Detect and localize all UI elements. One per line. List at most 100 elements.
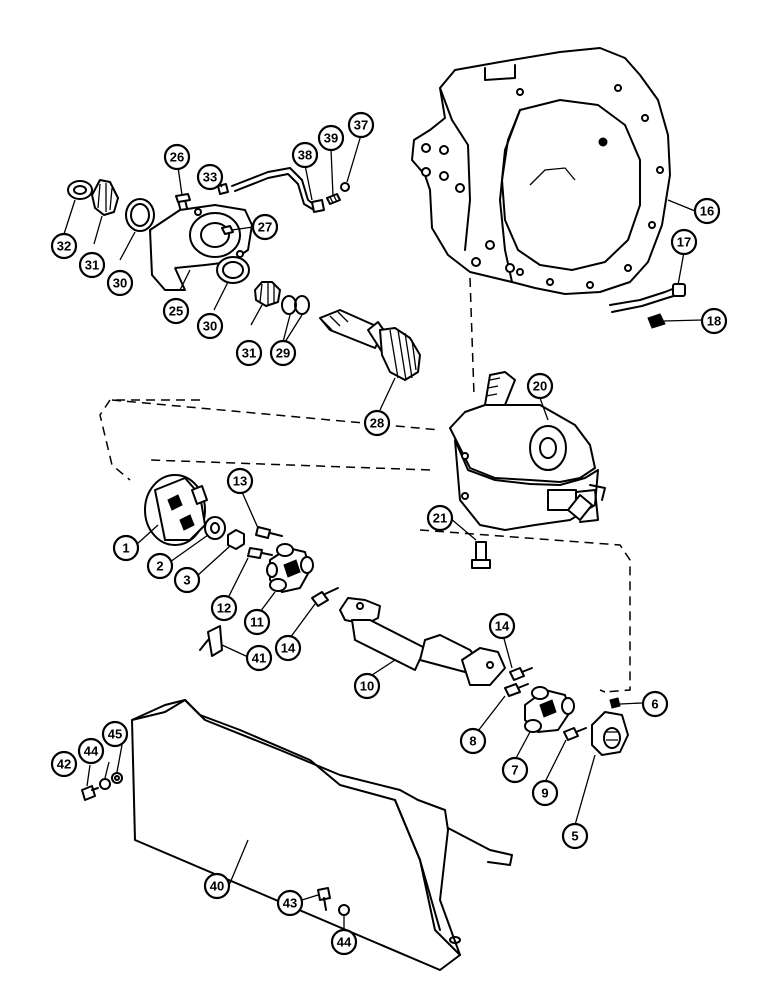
svg-text:16: 16 [700, 204, 714, 219]
svg-text:37: 37 [354, 118, 368, 133]
callout-27: 27 [251, 213, 279, 241]
svg-text:45: 45 [108, 727, 122, 742]
svg-text:32: 32 [57, 239, 71, 254]
bolt-8 [504, 683, 529, 697]
bolt-13 [255, 526, 283, 539]
callout-30-lower: 30 [196, 312, 224, 340]
washer-2 [204, 516, 226, 540]
bolt-12 [247, 547, 273, 559]
callout-3: 3 [173, 566, 201, 594]
callout-40: 40 [203, 872, 231, 900]
flange-yoke [144, 474, 208, 546]
svg-text:29: 29 [276, 346, 290, 361]
washer-44-left [99, 778, 111, 790]
svg-text:28: 28 [370, 416, 384, 431]
callout-30-upper: 30 [106, 269, 134, 297]
svg-text:12: 12 [217, 601, 231, 616]
pto-gearbox [449, 371, 606, 531]
callout-7: 7 [501, 756, 529, 784]
svg-text:27: 27 [258, 220, 272, 235]
callout-11: 11 [243, 608, 271, 636]
callout-6: 6 [641, 690, 669, 718]
callout-45: 45 [101, 720, 129, 748]
universal-joint-11 [266, 543, 314, 593]
callout-20: 20 [526, 372, 554, 400]
callout-42: 42 [50, 750, 78, 778]
yoke-5 [591, 711, 629, 756]
svg-text:31: 31 [85, 258, 99, 273]
callout-18: 18 [700, 307, 728, 335]
svg-text:30: 30 [113, 276, 127, 291]
clutch-housing [411, 47, 671, 295]
callout-29: 29 [269, 339, 297, 367]
bolt-42 [81, 785, 99, 801]
svg-text:30: 30 [203, 319, 217, 334]
grease-fitting [609, 697, 621, 709]
snap-rings [281, 295, 310, 315]
svg-text:14: 14 [495, 619, 510, 634]
o-ring-37 [340, 182, 350, 192]
callout-44-left: 44 [77, 737, 105, 765]
nut-3 [227, 529, 245, 550]
lube-tube [231, 167, 325, 213]
svg-text:43: 43 [283, 896, 297, 911]
bearing-housing [149, 204, 253, 291]
callout-8: 8 [459, 727, 487, 755]
svg-text:8: 8 [469, 734, 476, 749]
assembly-envelope [99, 399, 631, 693]
callout-10: 10 [353, 672, 381, 700]
pipe [609, 283, 686, 313]
callout-33: 33 [196, 163, 224, 191]
callout-17: 17 [670, 228, 698, 256]
pinion-shaft [319, 309, 421, 381]
callout-39: 39 [317, 124, 345, 152]
shaft-shield [131, 699, 513, 971]
svg-text:26: 26 [170, 150, 184, 165]
svg-text:33: 33 [203, 170, 217, 185]
svg-text:41: 41 [252, 651, 266, 666]
callout-25: 25 [162, 297, 190, 325]
bolt-43 [317, 887, 331, 911]
svg-text:44: 44 [337, 935, 352, 950]
svg-text:5: 5 [571, 829, 578, 844]
leader-lines [63, 134, 703, 930]
callout-38: 38 [291, 141, 319, 169]
assembly-envelope-top [111, 399, 441, 431]
callout-5: 5 [561, 822, 589, 850]
svg-text:21: 21 [433, 511, 447, 526]
svg-text:20: 20 [533, 379, 547, 394]
callout-41: 41 [245, 644, 273, 672]
callout-12: 12 [210, 594, 238, 622]
callout-26: 26 [163, 143, 191, 171]
bracket [199, 625, 223, 657]
svg-text:7: 7 [511, 763, 518, 778]
svg-text:40: 40 [210, 879, 224, 894]
callout-14-right: 14 [488, 612, 516, 640]
bearing-cup-upper [125, 198, 155, 232]
fitting-39 [326, 193, 341, 205]
callout-31-lower: 31 [235, 339, 263, 367]
svg-text:3: 3 [183, 573, 190, 588]
svg-text:38: 38 [298, 148, 312, 163]
bolt-14-right [509, 667, 533, 681]
washer-44-bottom [338, 904, 350, 916]
callout-44-bottom: 44 [330, 928, 358, 956]
callout-37: 37 [347, 111, 375, 139]
svg-text:25: 25 [169, 304, 183, 319]
flange-bolt [175, 193, 191, 213]
svg-text:42: 42 [57, 757, 71, 772]
callout-16: 16 [693, 197, 721, 225]
svg-text:2: 2 [156, 559, 163, 574]
bolt-9 [563, 727, 587, 741]
callout-43: 43 [276, 889, 304, 917]
plug [647, 313, 666, 329]
svg-text:31: 31 [242, 346, 256, 361]
svg-text:11: 11 [250, 615, 264, 630]
callout-9: 9 [531, 779, 559, 807]
bearing-cone-lower [254, 281, 281, 307]
drive-shaft [339, 597, 506, 686]
gearbox-bolt [471, 541, 491, 569]
callout-2: 2 [146, 552, 174, 580]
svg-text:13: 13 [233, 474, 247, 489]
